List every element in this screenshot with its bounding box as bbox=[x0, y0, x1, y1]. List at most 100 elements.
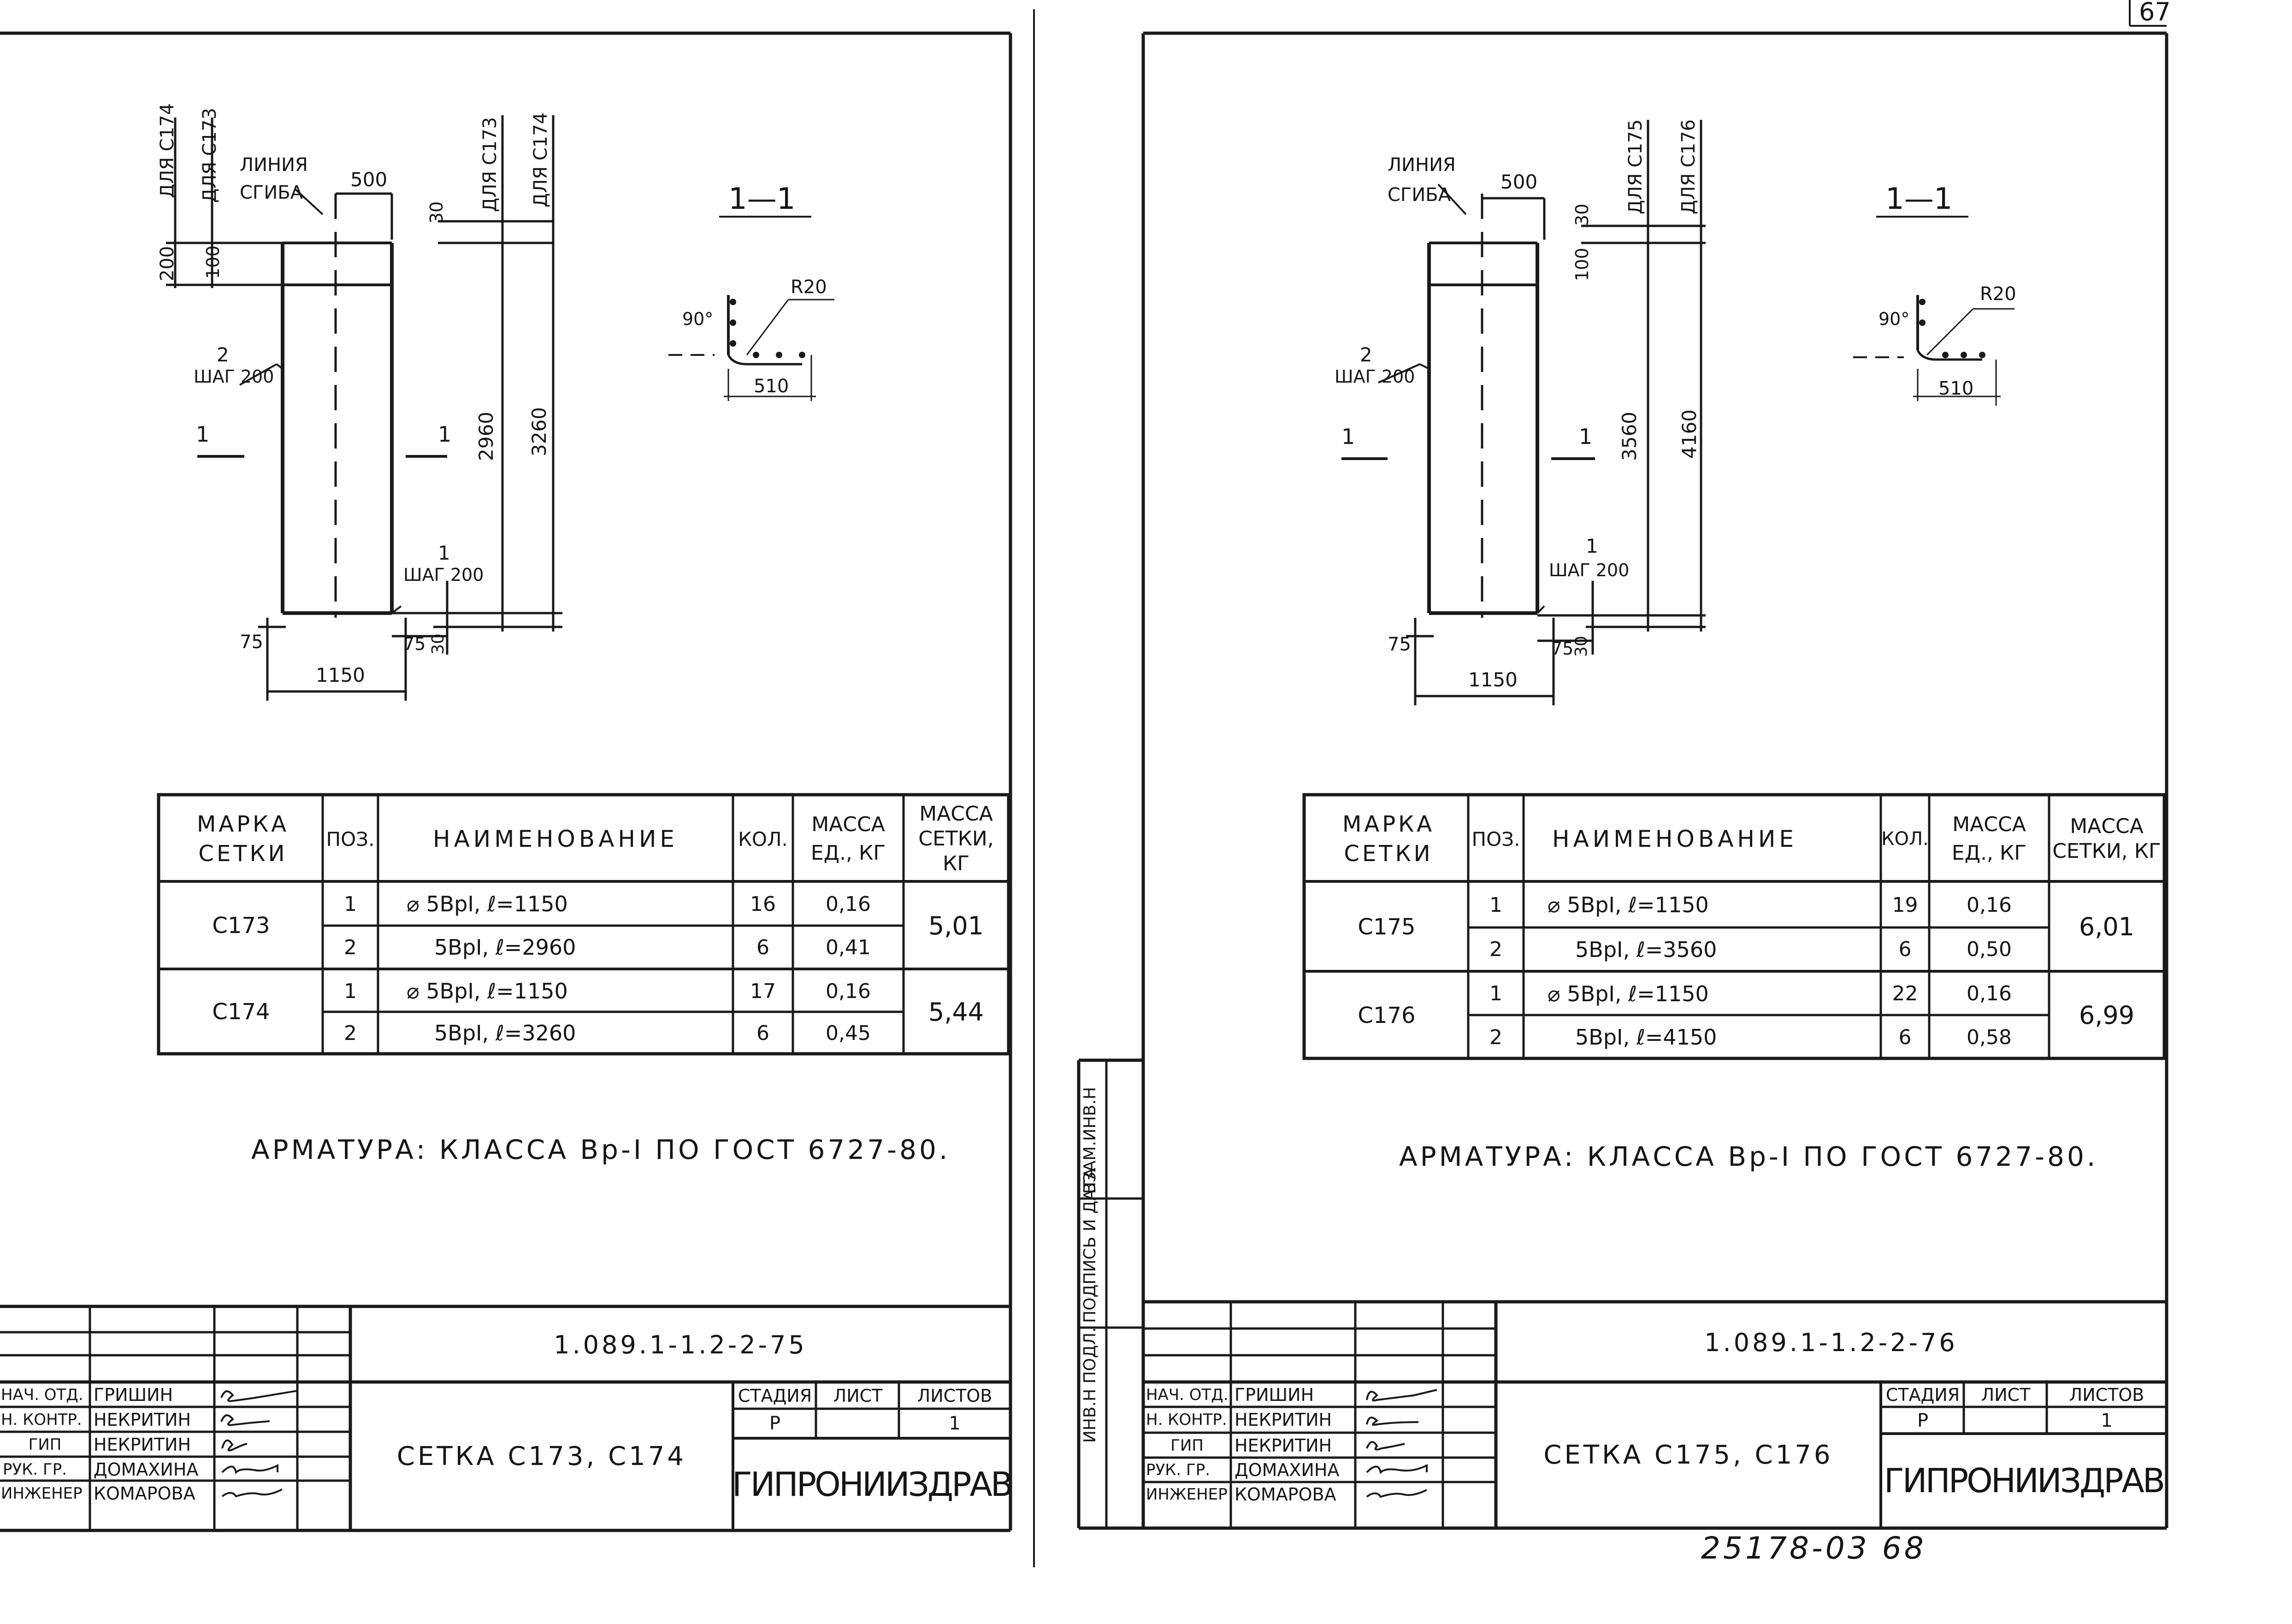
header-mark: МАРКА СЕТКИ bbox=[1342, 811, 1435, 867]
pos1-step: ШАГ 200 bbox=[403, 565, 484, 585]
header-qty: КОЛ. bbox=[738, 827, 788, 850]
stage-label: СТАДИЯ bbox=[1885, 1385, 1960, 1405]
dim-510: 510 bbox=[754, 376, 789, 397]
header-mark: МАРКА СЕТКИ bbox=[196, 811, 289, 867]
role-group-lead: РУК. ГР. bbox=[1146, 1461, 1211, 1479]
dim-510: 510 bbox=[1938, 378, 1974, 399]
mark-c175: С175 bbox=[1358, 914, 1416, 940]
role-group-lead: РУК. ГР. bbox=[3, 1460, 67, 1479]
name-komarova: КОМАРОВА bbox=[1235, 1484, 1336, 1505]
dim-height-2960: 2960 bbox=[475, 412, 497, 461]
pos2-number: 2 bbox=[1360, 343, 1372, 366]
radius-r20: R20 bbox=[791, 277, 827, 298]
total-c173: 5,01 bbox=[928, 911, 984, 940]
header-name: НАИМЕНОВАНИЕ bbox=[1552, 826, 1797, 852]
header-mesh-mass: МАССА СЕТКИ, КГ bbox=[918, 802, 994, 875]
name-grishin: ГРИШИН bbox=[1235, 1385, 1314, 1405]
reinforcement-note: АРМАТУРА: КЛАССА Вр-I ПО ГОСТ 6727-80. bbox=[1399, 1141, 2098, 1172]
name-c173-1: ⌀ 5ВрI, ℓ=1150 bbox=[407, 892, 568, 916]
pos2-step: ШАГ 200 bbox=[1335, 366, 1415, 387]
top-label-for-c173-right: ДЛЯ С173 bbox=[479, 117, 501, 212]
bend-line-label-2: СГИБА bbox=[240, 182, 303, 203]
organization: ГИПРОНИИЗДРАВ bbox=[732, 1465, 1013, 1504]
mesh-drawing-left bbox=[166, 115, 834, 701]
mass-c173-1: 0,16 bbox=[826, 892, 871, 916]
qty-c175-1: 19 bbox=[1892, 893, 1918, 917]
stage-value: Р bbox=[769, 1413, 781, 1434]
pos-c176-2: 2 bbox=[1489, 1025, 1502, 1049]
bend-line-label-1: ЛИНИЯ bbox=[240, 154, 308, 176]
cut-mark-right: 1 bbox=[1579, 424, 1593, 449]
dim-height-3560: 3560 bbox=[1618, 412, 1641, 461]
pos-c174-2: 2 bbox=[344, 1021, 357, 1045]
mark-c176: С176 bbox=[1358, 1002, 1416, 1028]
header-pos: ПОЗ. bbox=[326, 827, 375, 850]
dim-30-bottom: 30 bbox=[429, 633, 448, 655]
dim-75-left: 75 bbox=[240, 632, 263, 653]
name-c176-1: ⌀ 5ВрI, ℓ=1150 bbox=[1548, 981, 1709, 1006]
qty-c173-1: 16 bbox=[750, 892, 776, 916]
organization: ГИПРОНИИЗДРАВ bbox=[1884, 1461, 2165, 1500]
cut-mark-left: 1 bbox=[196, 422, 210, 447]
dim-100: 100 bbox=[203, 245, 223, 279]
qty-c174-2: 6 bbox=[756, 1021, 769, 1045]
qty-c175-2: 6 bbox=[1898, 938, 1912, 961]
dim-100: 100 bbox=[1572, 248, 1592, 281]
pos-c175-1: 1 bbox=[1489, 893, 1502, 917]
name-domakhina: ДОМАХИНА bbox=[1235, 1460, 1340, 1480]
header-name: НАИМЕНОВАНИЕ bbox=[433, 826, 678, 852]
cut-mark-left: 1 bbox=[1341, 424, 1355, 449]
pos1-number: 1 bbox=[438, 542, 450, 564]
sheet-label: ЛИСТ bbox=[833, 1386, 883, 1406]
name-nekritin-gip: НЕКРИТИН bbox=[94, 1435, 191, 1455]
sheets-label: ЛИСТОВ bbox=[2069, 1385, 2144, 1405]
top-label-for-c176: ДЛЯ С176 bbox=[1678, 119, 1699, 214]
page-number: 67 bbox=[2139, 0, 2171, 26]
role-head: НАЧ. ОТД. bbox=[1146, 1386, 1229, 1404]
title-block: 1.089.1-1.2-2-75 НАЧ. ОТД. Н. КОНТР. ГИП… bbox=[0, 1305, 1013, 1530]
title-block: 1.089.1-1.2-2-76 НАЧ. ОТД. Н. КОНТР. ГИП… bbox=[1143, 1300, 2167, 1528]
name-nekritin: НЕКРИТИН bbox=[94, 1410, 191, 1430]
mass-c175-1: 0,16 bbox=[1967, 893, 2012, 917]
header-unit-mass: МАССА ЕД., КГ bbox=[810, 813, 886, 865]
section-title: 1—1 bbox=[1885, 182, 1953, 216]
name-c176-2: 5ВрI, ℓ=4150 bbox=[1575, 1025, 1717, 1050]
mark-c174: С174 bbox=[212, 999, 270, 1025]
reinforcement-note: АРМАТУРА: КЛАССА Вр-I ПО ГОСТ 6727-80. bbox=[251, 1134, 951, 1165]
total-c174: 5,44 bbox=[928, 997, 984, 1027]
pos1-number: 1 bbox=[1586, 535, 1598, 557]
mass-c176-2: 0,58 bbox=[1967, 1025, 2012, 1049]
role-engineer: ИНЖЕНЕР bbox=[1146, 1485, 1228, 1504]
dim-75-left: 75 bbox=[1388, 634, 1411, 655]
title-block-grid bbox=[1143, 1300, 2167, 1528]
drawing-code: 1.089.1-1.2-2-76 bbox=[1704, 1328, 1958, 1357]
sheets-value: 1 bbox=[2101, 1410, 2113, 1431]
pos-c174-1: 1 bbox=[344, 979, 357, 1003]
section-title: 1—1 bbox=[728, 182, 796, 216]
spec-table: МАРКА СЕТКИ ПОЗ. НАИМЕНОВАНИЕ КОЛ. МАССА… bbox=[157, 793, 1010, 1056]
top-label-for-c174-right: ДЛЯ С174 bbox=[530, 112, 551, 207]
name-c175-2: 5ВрI, ℓ=3560 bbox=[1575, 937, 1717, 962]
name-c174-2: 5ВрI, ℓ=3260 bbox=[434, 1021, 576, 1045]
strip-label-replace: ВЗАМ.ИНВ.Н bbox=[1081, 1087, 1099, 1194]
drawing-name: СЕТКА С175, С176 bbox=[1543, 1440, 1833, 1470]
mass-c176-1: 0,16 bbox=[1967, 982, 2012, 1005]
role-gip: ГИП bbox=[1170, 1436, 1204, 1455]
dim-500: 500 bbox=[1500, 171, 1538, 193]
dim-75-right: 75 bbox=[1551, 638, 1574, 659]
dim-height-4160: 4160 bbox=[1678, 409, 1701, 459]
pos2-step: ШАГ 200 bbox=[194, 366, 274, 387]
qty-c176-2: 6 bbox=[1898, 1025, 1912, 1049]
stage-value: Р bbox=[1917, 1410, 1929, 1431]
bottom-stamp: 25178-03 68 bbox=[1701, 1530, 1926, 1566]
name-c174-1: ⌀ 5ВрI, ℓ=1150 bbox=[407, 979, 568, 1004]
total-c175: 6,01 bbox=[2079, 912, 2135, 941]
dim-200: 200 bbox=[157, 246, 178, 281]
dim-width-1150: 1150 bbox=[1468, 668, 1518, 691]
header-qty: КОЛ. bbox=[1881, 828, 1929, 850]
title-block-grid bbox=[0, 1305, 1010, 1530]
mass-c174-2: 0,45 bbox=[826, 1021, 871, 1045]
name-komarova: КОМАРОВА bbox=[94, 1483, 195, 1504]
dim-width-1150: 1150 bbox=[316, 664, 365, 686]
